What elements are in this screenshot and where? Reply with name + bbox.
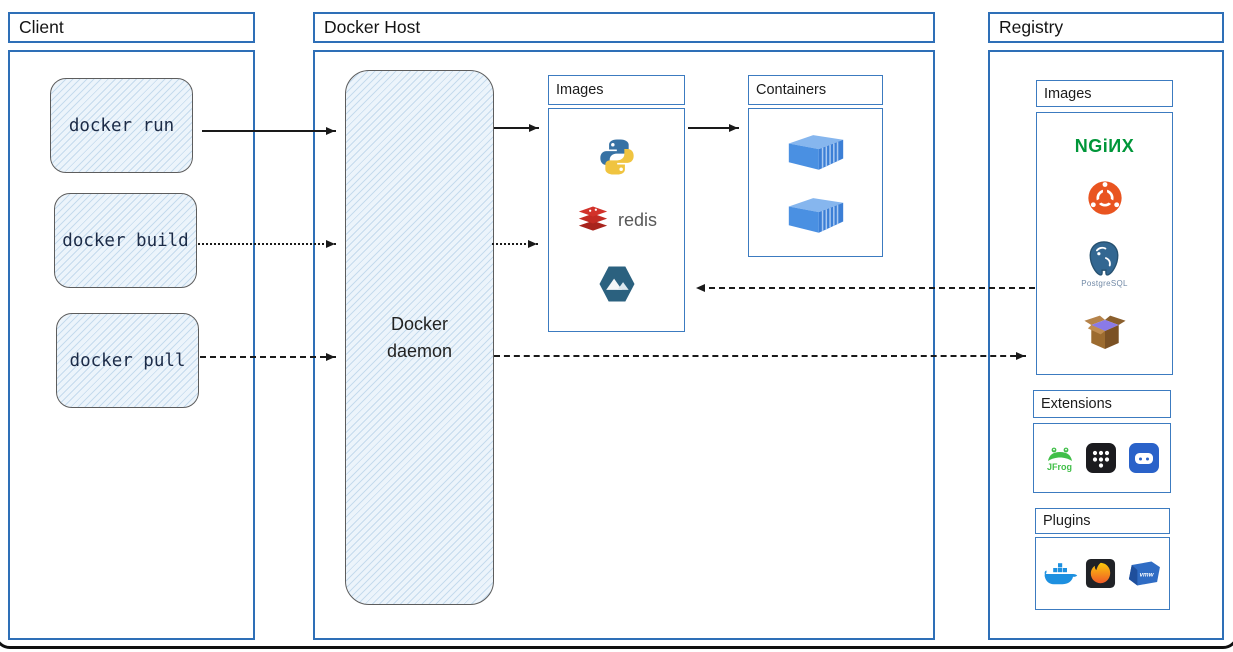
registry-images-title: Images: [1036, 80, 1173, 107]
host-images-title-text: Images: [556, 82, 604, 98]
containers-title-text: Containers: [756, 82, 827, 98]
containers-body: [748, 108, 883, 257]
docker-build-label: docker build: [62, 230, 189, 251]
arrow-docker-build-to-daemon: [198, 240, 336, 248]
plugins-body: vmw: [1035, 537, 1170, 610]
python-icon: [599, 139, 634, 174]
arrow-images-to-containers: [688, 124, 739, 132]
extensions-body: JFrog: [1033, 423, 1171, 493]
jfrog-icon: [1047, 447, 1072, 461]
postgresql-label: PostgreSQL: [1081, 278, 1128, 288]
plugins-title: Plugins: [1035, 508, 1170, 534]
drive-app-icon: [1128, 443, 1159, 473]
registry-images-body: NGiИX PostgreSQL: [1036, 112, 1173, 375]
docker-daemon-box: Docker daemon: [345, 70, 494, 605]
registry-images-title-text: Images: [1044, 85, 1092, 102]
vmware-icon: vmw: [1128, 561, 1160, 586]
postgresql-icon: [1090, 240, 1119, 276]
extensions-title-text: Extensions: [1041, 396, 1112, 412]
docker-host-title-text: Docker Host: [324, 17, 421, 37]
docker-run-label: docker run: [68, 115, 175, 136]
redis-icon: [578, 206, 608, 231]
arrow-docker-run-to-daemon: [202, 127, 336, 135]
plugins-title-text: Plugins: [1043, 513, 1091, 529]
nginx-icon: NGiИX: [1074, 136, 1135, 157]
postgresql-image-row: PostgreSQL: [1081, 240, 1128, 288]
grafana-icon: [1085, 558, 1116, 589]
docker-run-box: docker run: [50, 78, 193, 173]
client-section-title: Client: [8, 12, 255, 43]
containers-title: Containers: [748, 75, 883, 105]
docker-host-section-title: Docker Host: [313, 12, 935, 43]
docker-pull-box: docker pull: [56, 313, 199, 408]
redis-label: redis: [617, 209, 657, 230]
arrow-registry-to-host-images: [696, 284, 1035, 292]
docker-build-box: docker build: [54, 193, 197, 288]
extensions-title: Extensions: [1033, 390, 1171, 418]
docker-daemon-label: Docker daemon: [386, 313, 453, 361]
redis-image-row: redis: [576, 204, 657, 236]
registry-title-text: Registry: [999, 17, 1064, 37]
jfrog-extension: JFrog: [1045, 444, 1075, 472]
jfrog-label: JFrog: [1046, 462, 1072, 472]
arrow-daemon-to-images-build: [492, 240, 538, 248]
docker-whale-icon: [1044, 562, 1077, 584]
arrow-docker-pull-to-daemon: [200, 353, 336, 361]
alpine-icon: [599, 266, 634, 301]
arrow-daemon-to-registry-pull: [494, 352, 1026, 360]
dots-grid-app-icon: [1086, 443, 1116, 473]
arrow-daemon-to-images-run: [494, 124, 539, 132]
busybox-icon: [1083, 315, 1126, 349]
docker-pull-label: docker pull: [69, 350, 186, 371]
container-icon: [788, 135, 843, 170]
registry-section-title: Registry: [988, 12, 1224, 43]
ubuntu-icon: [1087, 181, 1122, 216]
host-images-body: redis: [548, 108, 685, 332]
client-title-text: Client: [19, 17, 64, 37]
host-images-title: Images: [548, 75, 685, 105]
vmware-label: vmw: [1139, 571, 1154, 578]
container-icon: [788, 198, 843, 233]
